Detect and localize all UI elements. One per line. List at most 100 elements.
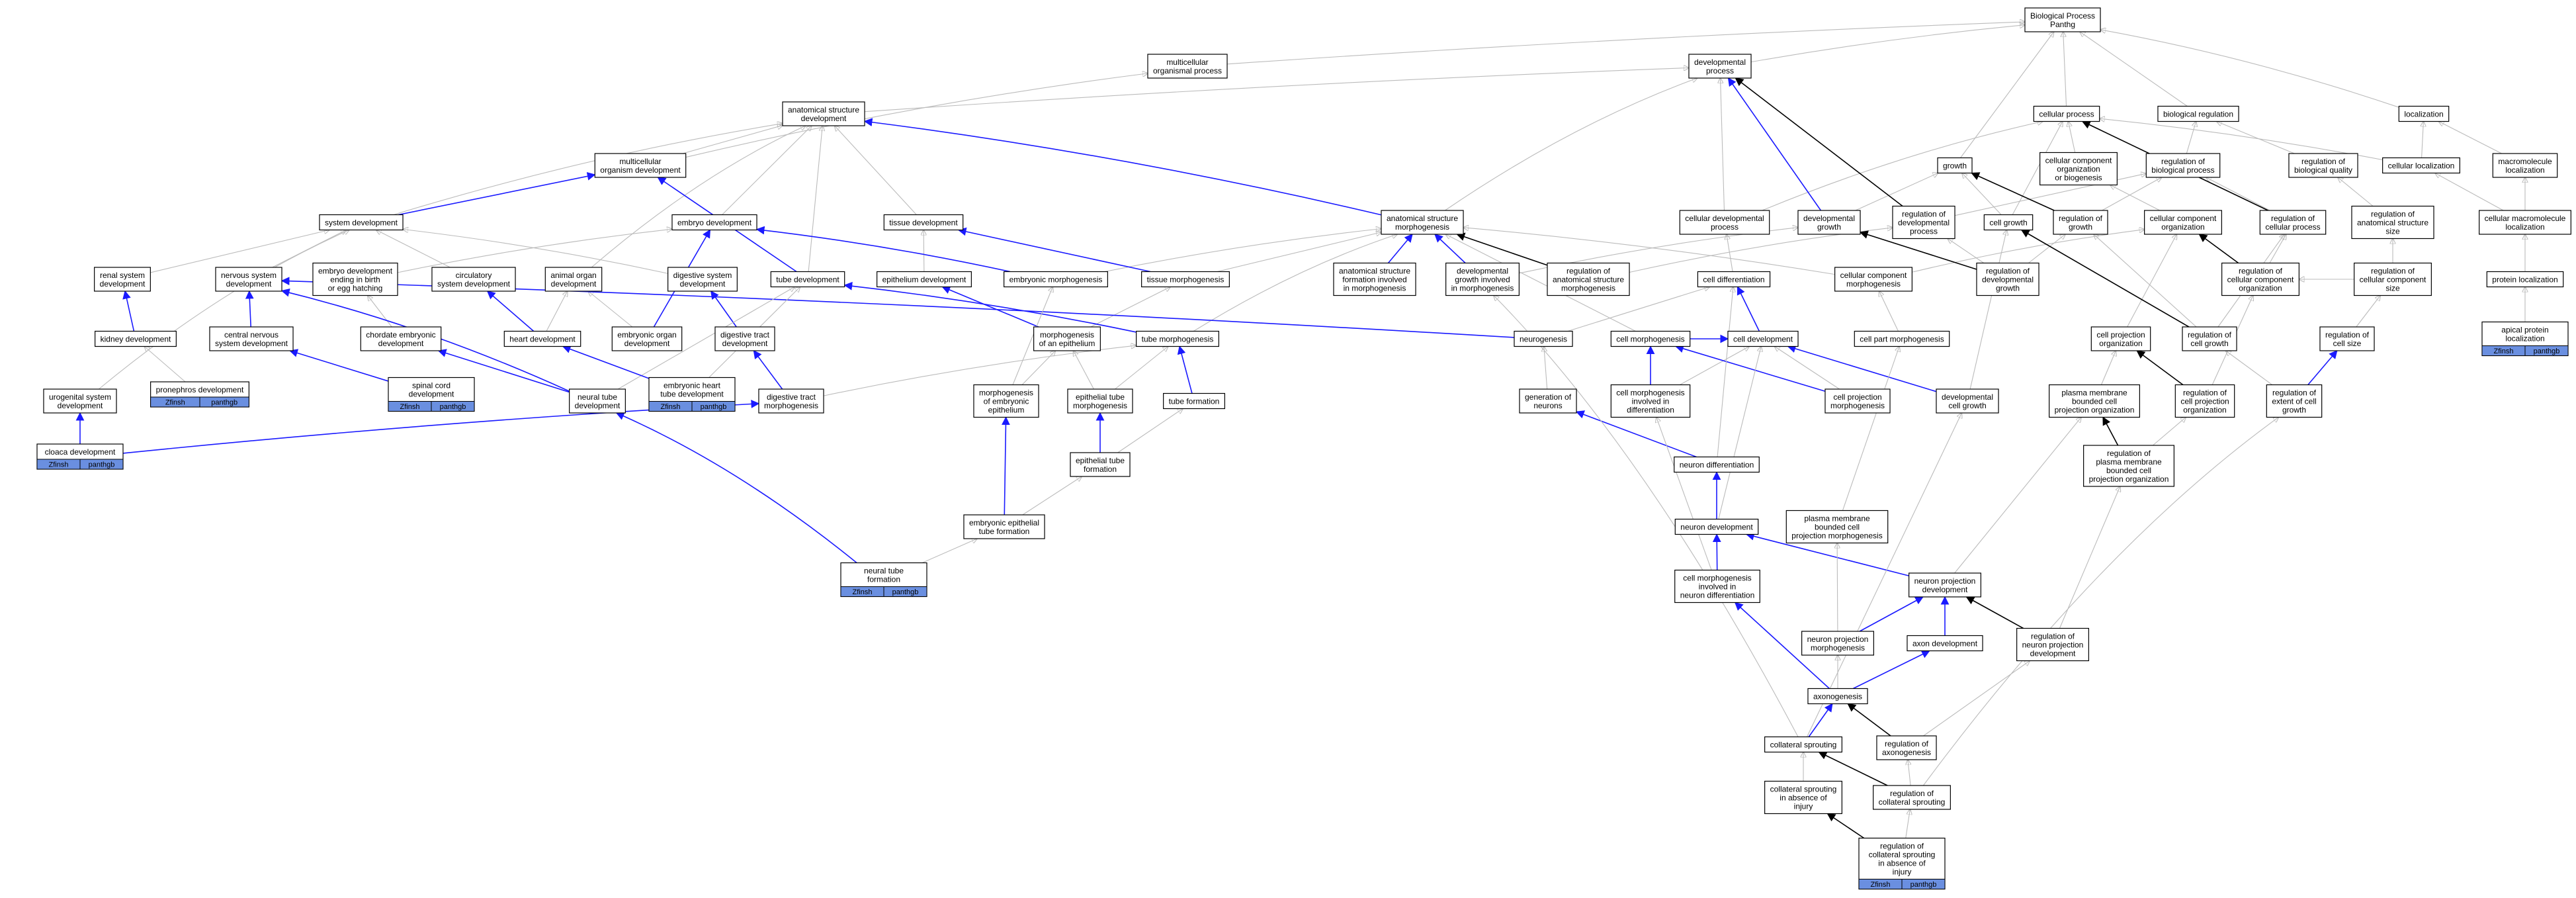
- go-term-node[interactable]: system development: [319, 214, 404, 231]
- panther-tag[interactable]: [79, 459, 124, 470]
- go-term-node[interactable]: tube formation: [1163, 392, 1225, 410]
- panther-tag[interactable]: [883, 586, 927, 597]
- go-term-node[interactable]: cell development: [1727, 330, 1799, 347]
- panther-tag[interactable]: [691, 401, 736, 412]
- go-term-node[interactable]: axon development: [1907, 635, 1983, 652]
- go-term-node[interactable]: tissue morphogenesis: [1141, 271, 1230, 288]
- go-term-node[interactable]: biological regulation: [2157, 105, 2239, 122]
- go-term-node[interactable]: growth: [1937, 157, 1973, 174]
- go-term-node[interactable]: embryonic morphogenesis: [1004, 271, 1108, 288]
- go-term-node[interactable]: tube morphogenesis: [1136, 330, 1219, 347]
- go-term-node[interactable]: cellular process: [2033, 105, 2100, 122]
- go-term-node[interactable]: neurogenesis: [1514, 330, 1573, 347]
- go-term-node[interactable]: cell morphogenesis: [1610, 330, 1691, 347]
- panther-tag[interactable]: [431, 401, 475, 412]
- go-term-node[interactable]: epithelium development: [877, 271, 972, 288]
- go-term-node[interactable]: protein localization: [2486, 271, 2564, 288]
- go-term-node[interactable]: cell differentiation: [1697, 271, 1771, 288]
- go-term-node[interactable]: tube development: [770, 271, 845, 288]
- go-term-node[interactable]: axonogenesis: [1807, 688, 1868, 705]
- go-term-node[interactable]: neuron differentiation: [1674, 456, 1760, 473]
- go-term-node[interactable]: cellular localization: [2382, 157, 2460, 174]
- go-term-node[interactable]: cell part morphogenesis: [1854, 330, 1950, 347]
- panther-tag[interactable]: [2524, 345, 2569, 356]
- go-term-node[interactable]: tissue development: [883, 214, 964, 231]
- go-term-node[interactable]: localization: [2398, 105, 2450, 122]
- go-term-node[interactable]: heart development: [503, 330, 581, 347]
- panther-tag[interactable]: [199, 396, 249, 408]
- panther-tag[interactable]: [1901, 879, 1946, 889]
- go-term-node[interactable]: kidney development: [95, 330, 177, 347]
- go-term-node[interactable]: cell growth: [1983, 214, 2034, 231]
- go-term-node[interactable]: neuron development: [1674, 518, 1759, 535]
- go-term-node[interactable]: embryo development: [671, 214, 757, 231]
